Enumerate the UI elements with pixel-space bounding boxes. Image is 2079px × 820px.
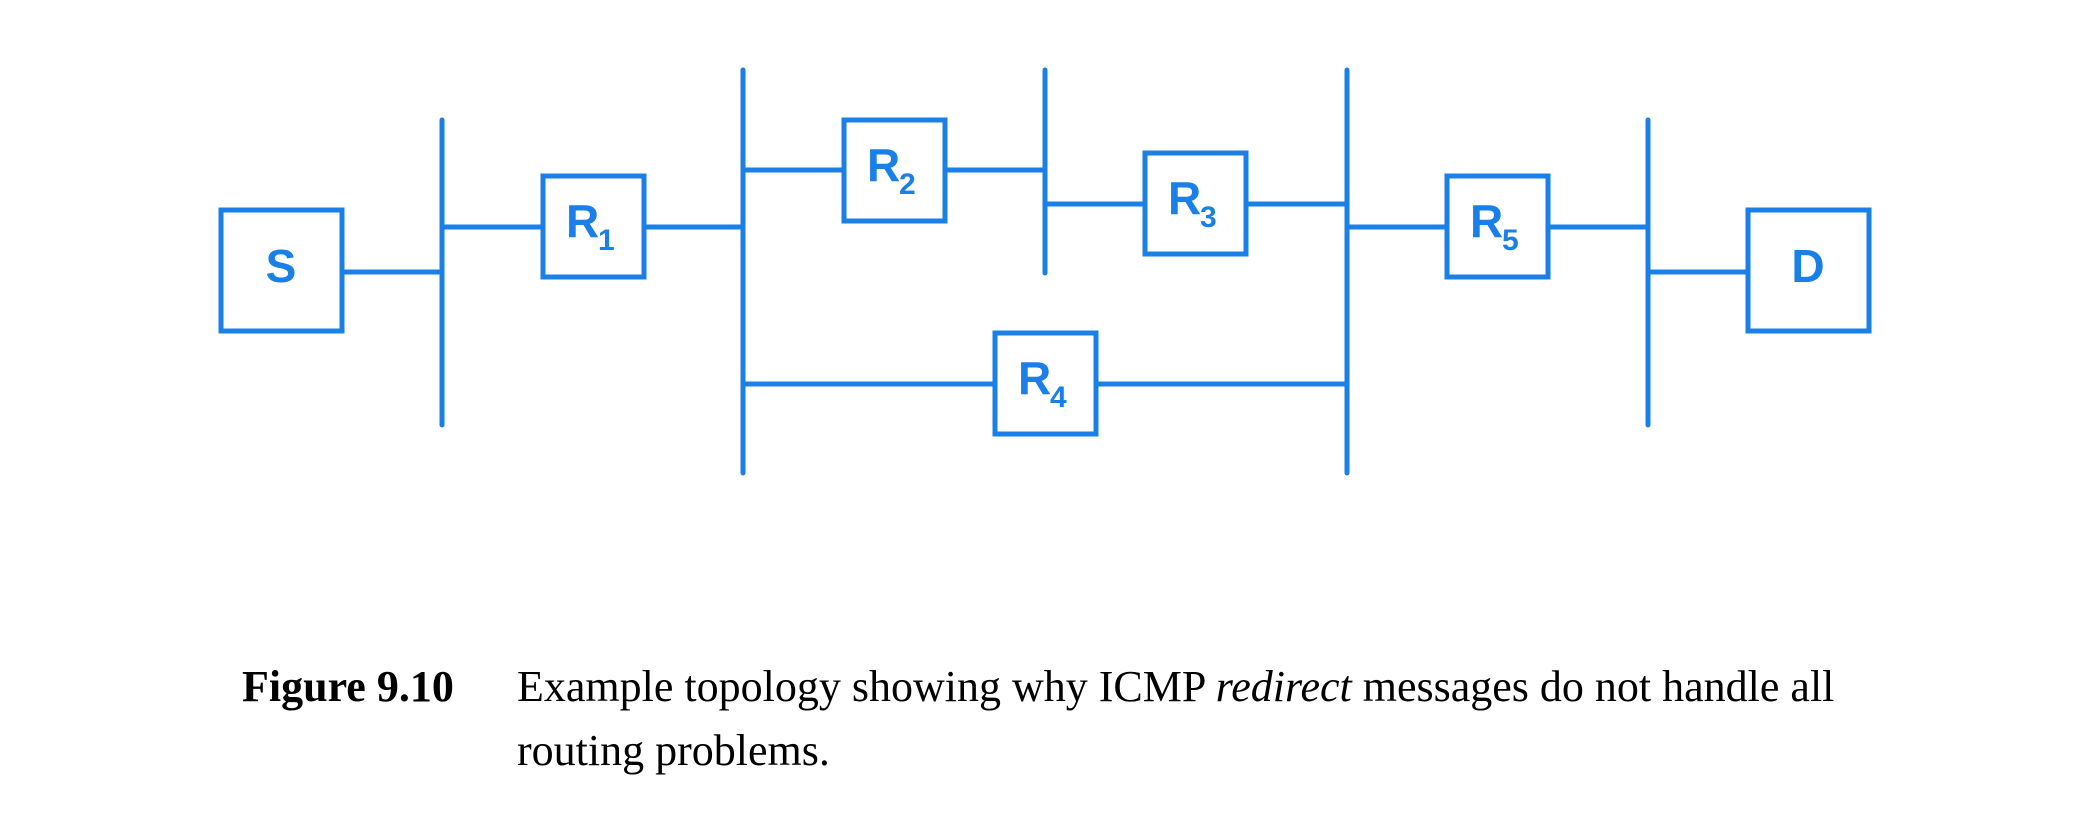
- figure-caption-text: Example topology showing why ICMP redire…: [517, 655, 1942, 783]
- router-r5-label: R: [1470, 195, 1503, 247]
- router-r1-subscript: 1: [598, 224, 615, 257]
- host-s-label: S: [266, 240, 297, 292]
- router-r2-label: R: [867, 139, 900, 191]
- caption-text-before: Example topology showing why ICMP: [517, 662, 1216, 711]
- router-r5-subscript: 5: [1502, 224, 1519, 257]
- router-r4-label: R: [1018, 352, 1051, 404]
- caption-emphasis: redirect: [1215, 662, 1352, 711]
- figure-number: Figure 9.10: [242, 662, 454, 711]
- router-r1: R 1: [540, 173, 647, 280]
- host-s: S: [218, 207, 345, 334]
- host-d: D: [1745, 207, 1872, 334]
- router-r5: R 5: [1444, 173, 1551, 280]
- router-r4-subscript: 4: [1050, 381, 1067, 414]
- router-r3: R 3: [1142, 150, 1249, 257]
- router-r3-subscript: 3: [1200, 201, 1217, 234]
- router-r2-subscript: 2: [899, 168, 916, 201]
- router-r2: R 2: [841, 117, 948, 224]
- router-r1-label: R: [566, 195, 599, 247]
- router-r4: R 4: [992, 330, 1099, 437]
- caption-text-after: messages do not handle all routing probl…: [517, 662, 1835, 775]
- host-d-label: D: [1791, 240, 1824, 292]
- figure-caption: Figure 9.10 Example topology showing why…: [242, 655, 1942, 783]
- router-r3-label: R: [1168, 172, 1201, 224]
